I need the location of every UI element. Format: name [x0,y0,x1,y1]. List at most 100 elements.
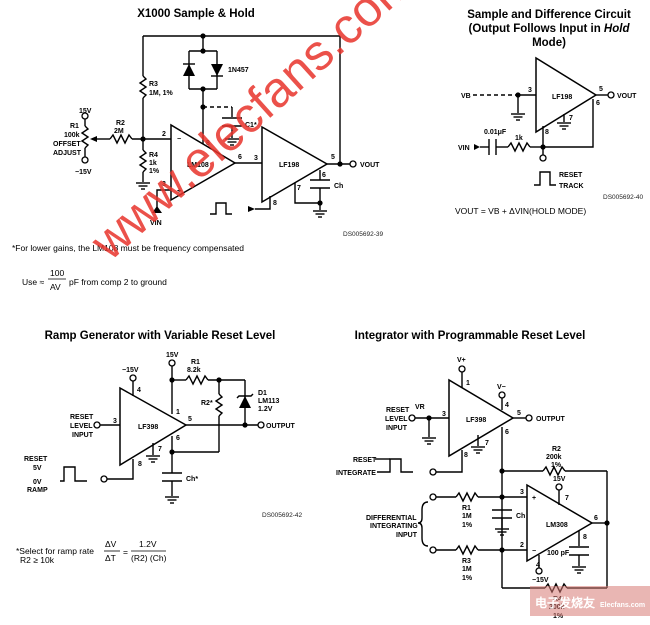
fraction-dv: ΔV [105,539,117,549]
label-minus15v-3: −15V [122,367,139,374]
r1-resistor-4 [455,491,479,503]
label-vin: VIN [150,220,162,227]
label-r2-3: R2* [201,400,213,407]
label-15v-3: 15V [166,352,179,359]
label-r1-3: R1 [191,359,200,366]
ramp-reset-terminal[interactable] [100,475,108,483]
pin-3-c3: 3 [113,418,117,425]
pin-3-c4: 3 [442,411,446,418]
label-d1-part: LM113 [258,398,280,405]
label-minus15v: −15V [75,169,92,176]
pin-8-c3: 8 [138,461,142,468]
label-15v-4: 15V [553,476,566,483]
label-reset-level-4a: RESET [386,407,410,414]
label-reset-level-2: LEVEL [70,423,93,430]
lm108-opamp [170,123,237,202]
note-frequency-compensation: *For lower gains, the LM108 must be freq… [12,243,244,253]
label-r1-value-4: 1M [462,513,472,520]
plus-sign-4: + [532,495,536,502]
label-vout-2: VOUT [617,93,637,100]
pin-6b: 6 [322,172,326,179]
pin-5: 5 [331,154,335,161]
reset-level-input-terminal-4[interactable] [408,414,416,422]
circuit-x1000-sample-hold: X1000 Sample & Hold 15V −15V R1 100k OFF… [12,8,383,292]
vout-terminal-2[interactable] [607,91,615,99]
r4-resistor [138,149,148,173]
r3-resistor-4 [455,544,479,556]
label-lf398-3: LF398 [138,424,158,431]
label-15v: 15V [79,108,92,115]
r1-potentiometer [80,112,90,164]
pin-6-c4: 6 [505,429,509,436]
r1-zigzag [80,125,90,149]
pulse-waveform-icon [210,202,232,215]
r4-resistor-4 [544,582,568,594]
diode-b-icon [211,64,223,76]
input-brace [417,501,429,547]
pin-1-c4: 1 [466,380,470,387]
r1-resistor-3 [185,374,209,386]
reset-track-pulse-icon [534,171,556,186]
diff-input-terminal-1[interactable] [429,493,437,501]
pin-5-c3: 5 [188,416,192,423]
reset-integrate-terminal[interactable] [429,468,437,476]
label-integrate: INTEGRATE [336,470,376,477]
pin-4-lm308: 4 [536,562,540,569]
label-r1-tol-4: 1% [462,522,473,529]
diagram-code-2: DS005692-40 [603,194,643,201]
formula-vout: VOUT = VB + ΔVIN(HOLD MODE) [455,206,586,216]
label-lm308: LM308 [546,522,568,529]
fraction-12v: 1.2V [139,539,157,549]
resistor-1k [507,141,531,153]
label-vr: VR [415,404,425,411]
circuit2-title-line2: (Output Follows Input in Hold [469,23,631,35]
label-r3-value-4: 1M [462,566,472,573]
logic-arrow-icon [248,206,255,212]
terminal-minus15v [81,156,89,164]
note-fraction-numerator: 100 [50,268,64,278]
label-r3-tol-4: 1% [462,575,473,582]
label-reset-level-3: INPUT [72,432,94,439]
pin-7: 7 [297,185,301,192]
pin-6: 6 [238,154,242,161]
fraction-r2-ch: (R2) (Ch) [131,553,167,563]
label-r2-4: R2 [552,446,561,453]
pin-1-c3: 1 [176,409,180,416]
r2-resistor-4 [542,465,566,477]
vout-terminal[interactable] [349,160,357,168]
output-terminal-4[interactable] [525,414,533,422]
label-r4-value: 1k [149,160,157,167]
note-use-prefix: Use ≈ [22,277,44,287]
diff-input-terminal-2[interactable] [429,546,437,554]
label-lf398-4: LF398 [466,417,486,424]
note-select-ramp-rate: *Select for ramp rate [16,546,94,556]
pin-6-c2: 6 [596,100,600,107]
label-vplus: V+ [457,357,466,364]
label-minus15v-4: −15V [532,577,549,584]
circuit-sample-and-difference: Sample and Difference Circuit (Output Fo… [455,9,643,216]
vin-arrow-icon-2 [474,144,480,150]
diode-a-icon [183,64,195,76]
note-fraction-denominator: AV [50,282,61,292]
label-5v: 5V [33,465,42,472]
label-offset: OFFSET [53,141,81,148]
reset-level-input-terminal[interactable] [93,421,101,429]
pin-4-c3: 4 [137,387,141,394]
integrate-pulse-icon [377,458,413,473]
circuit1-title: X1000 Sample & Hold [137,8,255,20]
fraction-dt: ΔT [105,553,116,563]
label-r2-value-4: 200k [546,454,562,461]
label-0v: 0V [33,479,42,486]
label-reset-level-4c: INPUT [386,425,408,432]
pin-7-lm308: 7 [565,495,569,502]
label-r2: R2 [116,120,125,127]
label-r1-value: 100k [64,132,80,139]
zener-diode-icon [239,396,251,408]
label-r4-tol: 1% [149,168,160,175]
reset-track-terminal[interactable] [539,154,547,162]
circuit2-title-line1: Sample and Difference Circuit [467,9,631,21]
note-r2-min: R2 ≥ 10k [20,555,55,565]
output-terminal-3[interactable] [257,421,265,429]
label-vin-2: VIN [458,145,470,152]
label-r2-tol-4: 1% [551,462,562,469]
